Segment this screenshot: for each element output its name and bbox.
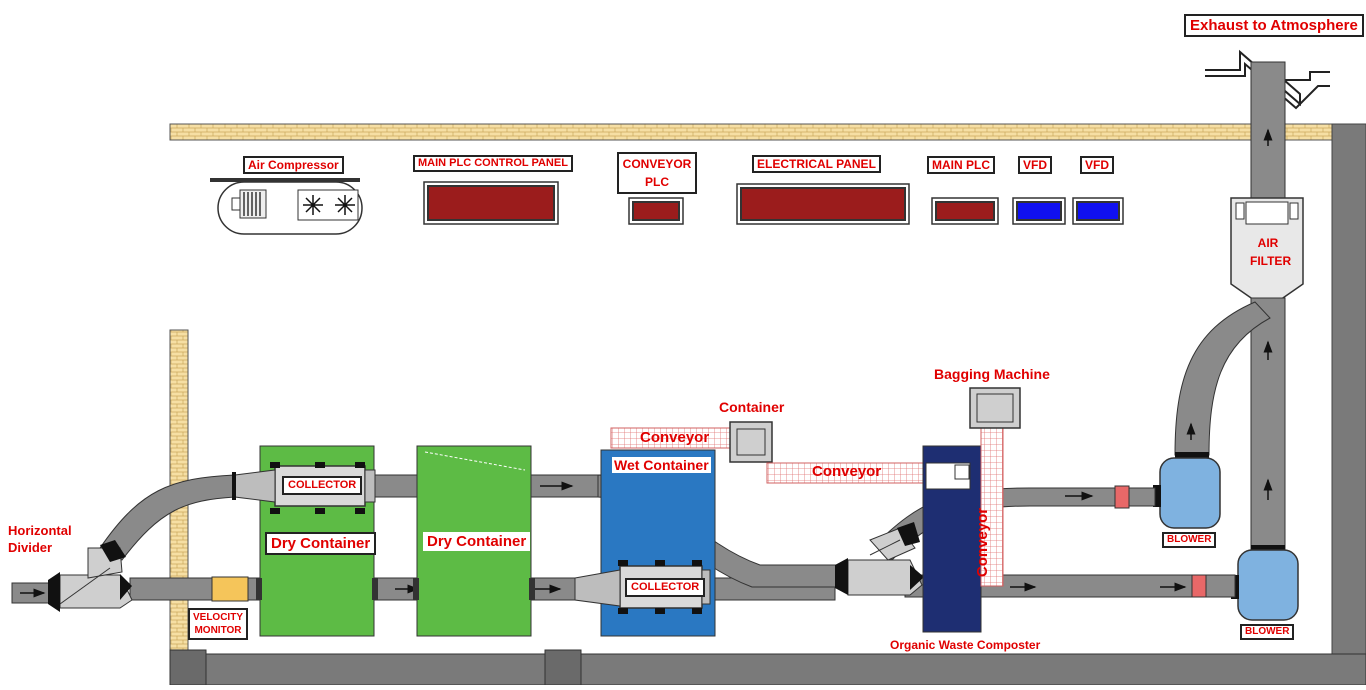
blower-1-label: BLOWER <box>1162 532 1217 548</box>
upper-right-duct <box>874 487 1156 561</box>
upper-left-duct <box>99 474 236 561</box>
top-brick-wall <box>169 123 1333 141</box>
velocity-monitor-label: VELOCITY MONITOR <box>188 608 248 640</box>
dry-container-2-label: Dry Container <box>423 532 531 551</box>
electrical-panel-label: ELECTRICAL PANEL <box>752 155 881 173</box>
conveyor-plc-panel <box>632 201 680 221</box>
conveyor-plc-label: CONVEYOR PLC <box>617 152 697 194</box>
right-wall <box>1331 123 1366 655</box>
blower-upper <box>1159 457 1221 529</box>
collector-2-label: COLLECTOR <box>625 578 706 597</box>
vfd-panel-2 <box>1076 201 1120 221</box>
floor-block-1 <box>169 649 207 686</box>
horizontal-divider-label: Horizontal Divider <box>8 523 72 555</box>
main-plc-label: MAIN PLC <box>927 156 995 174</box>
bagging-machine-label: Bagging Machine <box>934 366 1050 382</box>
main-plc-panel <box>935 201 995 221</box>
floor <box>169 653 1366 686</box>
vfd-label-2: VFD <box>1080 156 1114 174</box>
dry-container-1-label: Dry Container <box>265 532 377 555</box>
velocity-monitor <box>211 576 249 602</box>
horizontal-divider-right <box>835 522 924 596</box>
main-plc-control-panel <box>427 185 555 221</box>
air-compressor-label: Air Compressor <box>243 156 344 174</box>
blower-lower <box>1237 549 1299 621</box>
electrical-panel <box>740 187 906 221</box>
conveyor-top-label: Conveyor <box>640 429 710 446</box>
floor-block-2 <box>544 649 582 686</box>
conveyor-mid-label: Conveyor <box>812 463 882 480</box>
exhaust-roof <box>1205 49 1330 107</box>
collector-1-label: COLLECTOR <box>282 476 363 495</box>
organic-waste-composter-label: Organic Waste Composter <box>890 638 1041 652</box>
horizontal-divider-left <box>48 540 133 612</box>
right-duct-vertical <box>1250 297 1286 551</box>
vfd-label-1: VFD <box>1018 156 1052 174</box>
vfd-panel-1 <box>1016 201 1062 221</box>
container-label: Container <box>719 399 785 415</box>
exhaust-label: Exhaust to Atmosphere <box>1184 14 1364 37</box>
air-compressor <box>210 178 363 235</box>
main-plc-control-panel-label: MAIN PLC CONTROL PANEL <box>413 155 573 172</box>
air-filter-label: AIR FILTER <box>1250 236 1292 268</box>
blower-2-label: BLOWER <box>1240 624 1295 640</box>
conveyor-vertical-label: Conveyor <box>974 507 992 578</box>
wet-container-label: Wet Container <box>612 457 711 473</box>
